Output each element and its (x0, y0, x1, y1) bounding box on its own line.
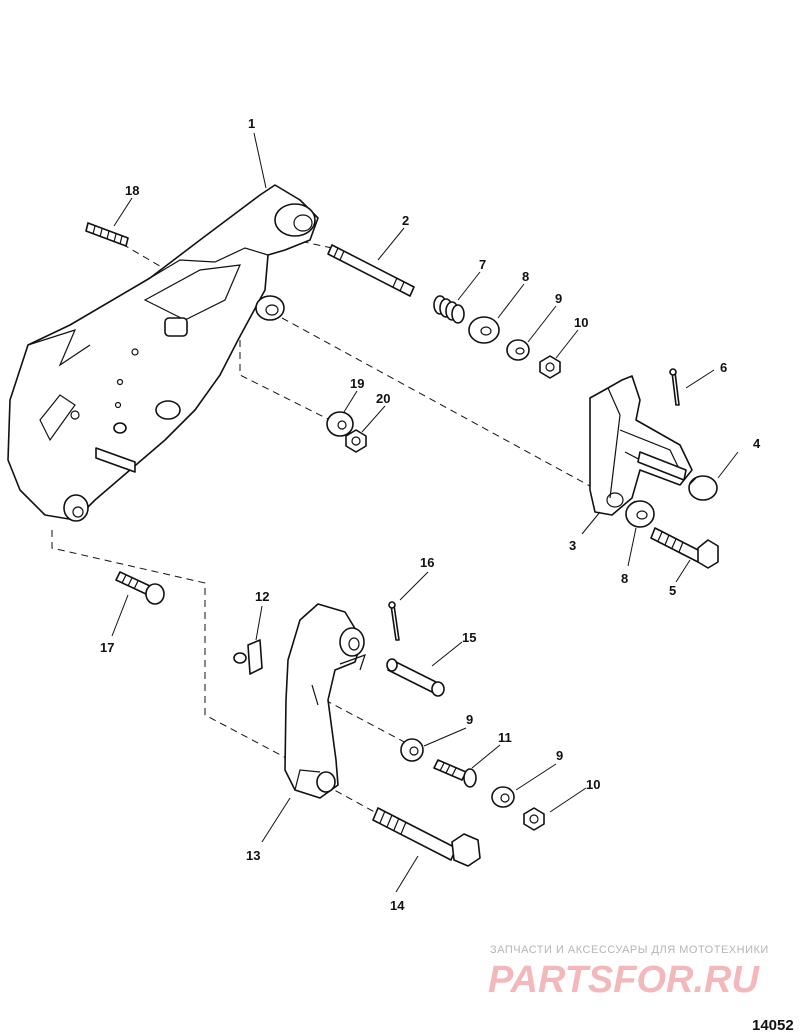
callout-15: 15 (462, 630, 476, 645)
part-18-stud (85, 222, 129, 247)
part-19-washer (326, 411, 354, 437)
part-9-washer-upper (506, 339, 530, 361)
part-20-nut (345, 429, 367, 453)
callout-11: 11 (498, 730, 512, 745)
callout-8a: 8 (522, 269, 529, 284)
callout-16: 16 (420, 555, 434, 570)
part-16-cotter-pin (388, 601, 400, 641)
part-6-cotter-pin (669, 368, 680, 406)
leader-lines (111, 132, 739, 893)
callout-18: 18 (125, 183, 139, 198)
callout-10a: 10 (574, 315, 588, 330)
callout-19: 19 (350, 376, 364, 391)
callout-9a: 9 (555, 291, 562, 306)
part-10-nut-lower (523, 807, 545, 831)
callout-3: 3 (569, 538, 576, 553)
part-12-clip (233, 639, 263, 675)
part-11-stud (433, 759, 477, 788)
part-9-washer-lower-a (400, 738, 424, 762)
part-17-bolt (115, 571, 165, 605)
callout-2: 2 (402, 213, 409, 228)
part-5-bolt (650, 527, 719, 569)
part-2-stud (327, 244, 415, 297)
part-14-bolt (372, 807, 481, 867)
callout-20: 20 (376, 391, 390, 406)
figure-number: 14052 (752, 1017, 794, 1034)
part-10-nut-upper (539, 355, 561, 379)
callout-10b: 10 (586, 777, 600, 792)
callout-12: 12 (255, 589, 269, 604)
part-1-main-bracket (7, 184, 319, 522)
part-4-cap (688, 475, 718, 501)
callout-1: 1 (248, 116, 255, 131)
part-9-washer-lower-b (491, 786, 515, 808)
part-13-lever (284, 603, 366, 799)
part-7-spring (433, 295, 465, 324)
callout-labels: 1 18 2 7 8 9 10 6 19 20 4 3 8 5 16 12 15… (100, 116, 761, 913)
callout-9c: 9 (556, 748, 563, 763)
callout-7: 7 (479, 257, 486, 272)
callout-8b: 8 (621, 571, 628, 586)
watermark: ЗАПЧАСТИ И АКСЕССУАРЫ ДЛЯ МОТОТЕХНИКИ PA… (488, 944, 769, 1001)
callout-14: 14 (390, 898, 405, 913)
part-8-washer-lower (625, 500, 655, 528)
callout-4: 4 (753, 436, 761, 451)
callout-13: 13 (246, 848, 260, 863)
part-8-washer-upper (468, 316, 500, 344)
callout-9b: 9 (466, 712, 473, 727)
watermark-logo: PARTSFOR.RU (488, 959, 760, 1001)
callout-5: 5 (669, 583, 676, 598)
part-3-lever-assembly (589, 375, 693, 516)
watermark-caption: ЗАПЧАСТИ И АКСЕССУАРЫ ДЛЯ МОТОТЕХНИКИ (490, 944, 769, 956)
callout-6: 6 (720, 360, 727, 375)
part-15-pin (386, 658, 445, 697)
callout-17: 17 (100, 640, 114, 655)
